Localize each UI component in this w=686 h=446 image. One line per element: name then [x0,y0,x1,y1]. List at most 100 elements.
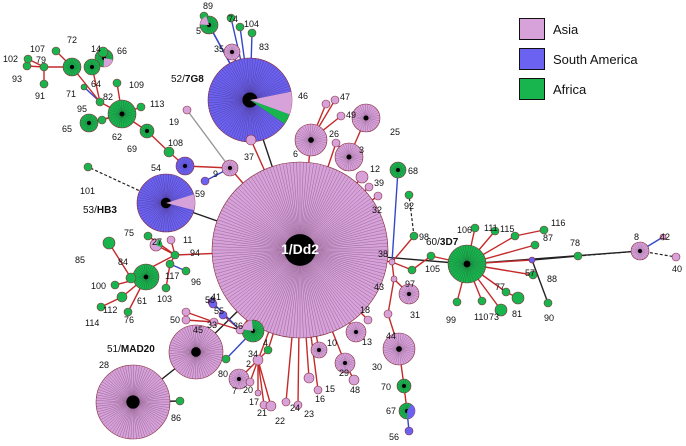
node-number-label: 24 [290,403,300,413]
node-number-label: 74 [228,14,238,24]
legend-swatch-africa [519,78,545,100]
node-number-label: 28 [99,360,109,370]
haplotype-node [221,159,239,177]
legend-item-africa: Africa [519,74,639,104]
node-number-label: 109 [129,80,144,90]
node-number-label: 112 [103,305,117,315]
node-number-label: 11 [183,235,192,245]
network-edge [531,255,579,261]
haplotype-node [671,252,681,262]
node-number-label: 2 [246,359,251,369]
haplotype-node [363,315,373,325]
haplotype-node [348,374,360,386]
haplotype-node [355,170,369,184]
haplotype-node [79,113,99,133]
haplotype-node [97,46,109,58]
node-number-label: 12 [370,164,380,174]
haplotype-node [409,231,419,241]
haplotype-node [351,103,381,133]
haplotype-node [181,266,191,276]
node-number-label: 114 [85,318,99,328]
node-region-slice [250,100,290,124]
legend-label: Asia [553,21,579,37]
haplotype-node [477,296,487,306]
separator: / [118,344,121,355]
node-number-label: 102 [3,54,18,64]
node-number-label: 79 [36,55,46,65]
node-region-slice [200,16,209,25]
haplotype-node [102,236,116,250]
node-number-label: 5 [196,26,201,36]
haplotype-node [163,146,175,158]
node-region-slice [166,194,196,211]
node-number-label: 41 [211,292,221,302]
haplotype-number: 60 [426,237,438,248]
node-region-slice [407,404,416,419]
haplotype-node [136,102,146,112]
network-edge [185,311,215,323]
node-number-label: 7 [232,386,237,396]
node-number-label: 46 [298,91,308,101]
node-number-label: 103 [157,294,172,304]
node-number-label: 90 [544,313,554,323]
network-edge [257,359,265,406]
haplotype-node [208,299,218,309]
haplotype-node [334,352,356,374]
node-number-label: 64 [91,79,101,89]
haplotype-node [83,162,93,172]
node-number-label: 70 [381,382,391,392]
node-number-label: 99 [446,315,456,325]
haplotype-node [528,270,538,280]
node-number-label: 22 [275,416,285,426]
node-number-label: 116 [551,218,565,228]
haplotype-node [313,385,323,395]
node-number-label: 10 [327,338,337,348]
network-edge [257,359,272,407]
separator: / [182,74,185,85]
node-number-label: 92 [404,201,414,211]
haplotype-node [51,46,61,56]
haplotype-node [166,235,176,245]
named-haplotype-label: 53/HB3 [83,205,117,216]
node-number-label: 93 [12,74,22,84]
haplotype-node [132,263,160,291]
haplotype-node [245,134,257,146]
haplotype-node [182,105,192,115]
node-number-label: 75 [124,228,134,238]
haplotype-node [265,400,277,412]
node-number-label: 59 [195,189,205,199]
node-number-label: 42 [660,232,670,242]
haplotype-node [452,297,462,307]
haplotype-node [181,315,191,325]
node-number-label: 15 [325,384,335,394]
node-number-label: 43 [374,282,384,292]
node-number-label: 29 [339,368,349,378]
named-haplotype-label: 60/3D7 [426,237,459,248]
node-number-label: 106 [457,225,472,235]
node-number-label: 72 [67,35,77,45]
node-number-label: 86 [171,413,181,423]
haplotype-node [221,354,231,364]
node-number-label: 21 [257,408,267,418]
network-edge [186,109,231,169]
node-number-label: 18 [360,305,370,315]
node-number-label: 105 [425,264,440,274]
node-number-label: 58 [205,295,215,305]
haplotype-node [293,400,303,410]
haplotype-node [95,97,105,107]
haplotype-node [382,332,416,366]
haplotype-node [97,115,107,125]
node-number-label: 57 [525,268,535,278]
node-number-label: 31 [410,310,420,320]
haplotype-node [116,291,128,303]
haplotype-node [170,250,180,260]
haplotype-node [123,307,133,317]
node-number-label: 101 [80,186,95,196]
haplotype-node [211,161,389,339]
haplotype-node [303,372,315,384]
node-number-label: 94 [190,248,200,258]
node-number-label: 100 [91,281,106,291]
node-number-label: 6 [293,149,298,159]
haplotype-node [263,345,273,355]
node-number-label: 9 [213,169,218,179]
